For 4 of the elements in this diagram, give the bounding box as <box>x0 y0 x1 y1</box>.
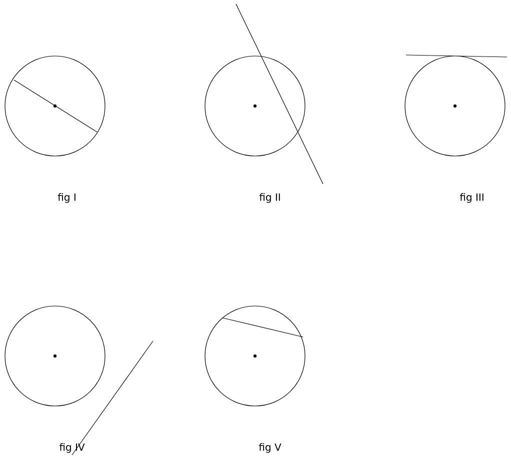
figure-label: fig I <box>58 193 76 203</box>
figure-label: fig V <box>258 443 282 453</box>
figure-label: fig III <box>460 193 484 203</box>
figure-label: fig II <box>259 193 280 203</box>
